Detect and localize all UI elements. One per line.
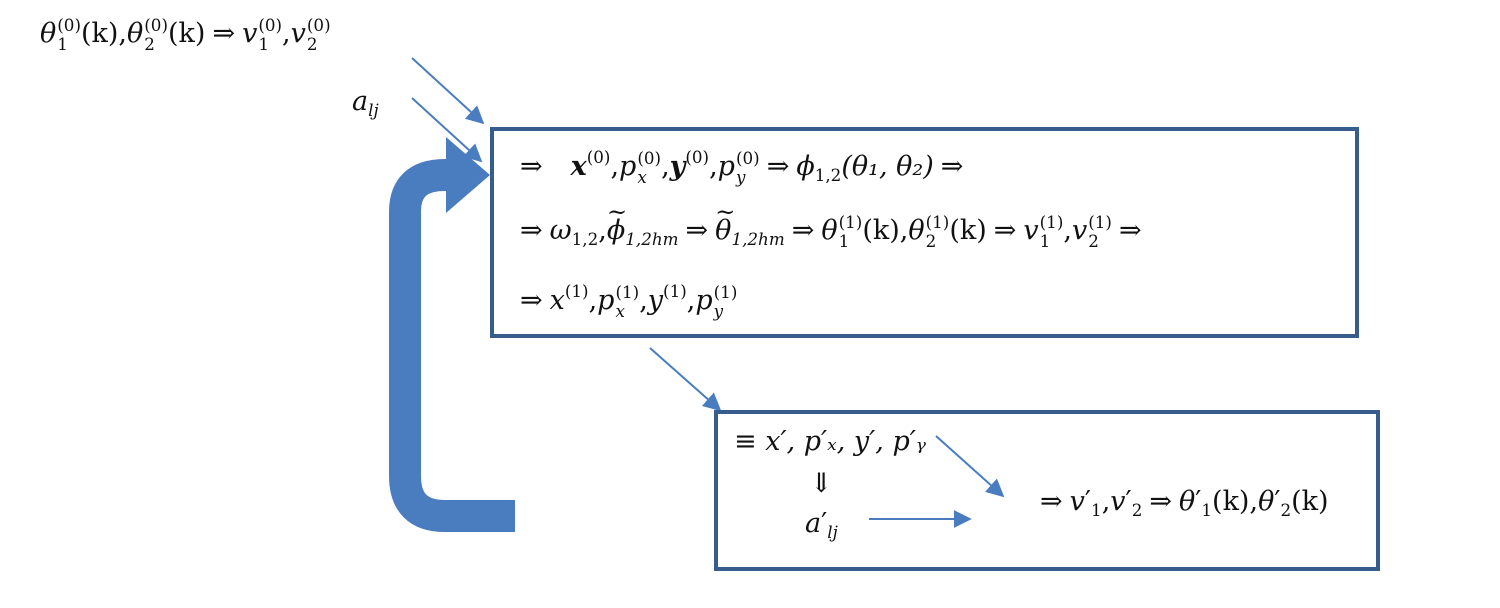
arrow-box-to-second-box: [649, 347, 722, 412]
result-expression: ⇒v′1,v′2⇒θ′1(k),θ′2(k): [1040, 486, 1329, 520]
main-line-2: ⇒ω1,2,ϕ1,2hm⇒θ1,2hm⇒θ(1)1(k),θ(1)2(k)⇒v(…: [520, 200, 1149, 249]
down-arrow: ⇓: [810, 468, 833, 499]
feedback-arrow: [389, 159, 515, 532]
feedback-arrow-head: [446, 137, 490, 213]
primed-variables: ≡ x′, p′ₓ, y′, p′ᵧ: [734, 426, 927, 457]
arrow-primed-to-result: [935, 435, 1005, 498]
second-box: [714, 410, 1380, 571]
alj-label: alj: [352, 86, 379, 120]
main-line-3: ⇒x(1),p(1)x,y(1),p(1)y: [520, 280, 738, 321]
main-box: [490, 127, 1359, 338]
main-line-1: ⇒x(0),p(0)x,y(0),p(0)y⇒ϕ1,2(θ₁, θ₂)⇒: [520, 146, 964, 187]
arrow-alj-to-box: [411, 97, 483, 163]
initial-theta-expression: θ(0)1(k),θ(0)2(k)⇒v(0)1,v(0)2: [40, 15, 331, 54]
a-prime-label: a′lj: [805, 508, 838, 542]
arrow-top-to-box: [411, 57, 485, 125]
